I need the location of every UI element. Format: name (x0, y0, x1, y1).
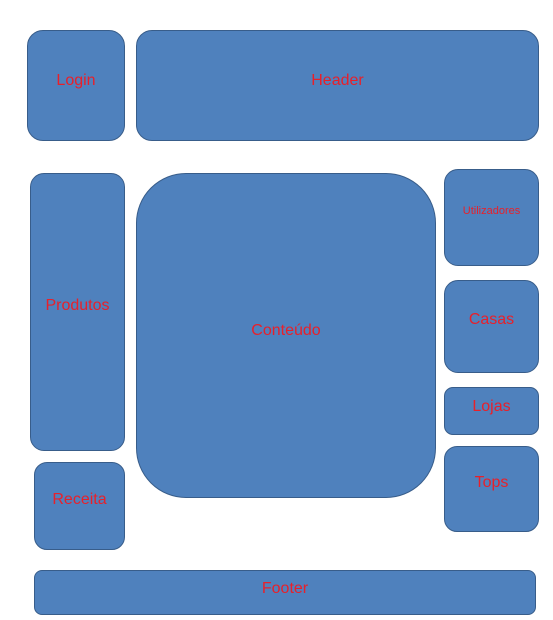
login-block: Login (27, 30, 125, 141)
footer-block: Footer (34, 570, 536, 615)
header-block: Header (136, 30, 539, 141)
produtos-label: Produtos (45, 297, 110, 314)
produtos-block: Produtos (30, 173, 125, 451)
login-label: Login (56, 71, 96, 89)
casas-label: Casas (468, 310, 515, 328)
tops-label: Tops (474, 474, 509, 491)
footer-label: Footer (261, 579, 309, 597)
utilizadores-label: Utilizadores (462, 205, 521, 217)
receita-label: Receita (52, 491, 107, 508)
conteudo-label: Conteúdo (251, 321, 321, 339)
conteudo-block: Conteúdo (136, 173, 436, 498)
lojas-label: Lojas (472, 398, 511, 415)
lojas-block: Lojas (444, 387, 539, 435)
header-label: Header (311, 71, 364, 89)
utilizadores-block: Utilizadores (444, 169, 539, 266)
casas-block: Casas (444, 280, 539, 373)
receita-block: Receita (34, 462, 125, 550)
tops-block: Tops (444, 446, 539, 532)
